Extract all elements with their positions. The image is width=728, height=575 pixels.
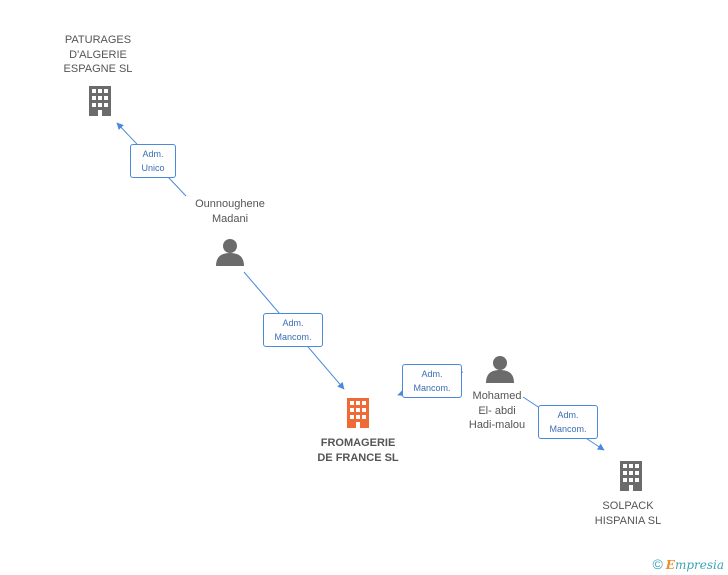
node-label-paturages[interactable]: PATURAGES D'ALGERIE ESPAGNE SL (63, 34, 133, 75)
footer-brand: ©Empresia (652, 556, 724, 572)
node-label-mohamed[interactable]: Mohamed El- abdi Hadi-malou (468, 390, 526, 431)
edge-label-mohamed-solpack[interactable]: Adm. Mancom. (538, 405, 598, 439)
company-building-icon[interactable] (620, 461, 642, 491)
person-icon[interactable] (216, 239, 244, 266)
node-label-ounnoughene[interactable]: Ounnoughene Madani (195, 198, 265, 225)
brand-logo: Empresia (665, 558, 724, 572)
node-label-fromagerie[interactable]: FROMAGERIE DE FRANCE SL (317, 437, 399, 464)
copyright-icon: © (652, 556, 663, 572)
node-label-solpack[interactable]: SOLPACK HISPANIA SL (594, 500, 662, 527)
main-company-building-icon[interactable] (347, 398, 369, 428)
person-icon[interactable] (486, 356, 514, 383)
company-building-icon[interactable] (89, 86, 111, 116)
edge-label-ounnoughene-fromagerie[interactable]: Adm. Mancom. (263, 313, 323, 347)
edge-label-unico[interactable]: Adm. Unico (130, 144, 176, 178)
edge-label-mohamed-fromagerie[interactable]: Adm. Mancom. (402, 364, 462, 398)
